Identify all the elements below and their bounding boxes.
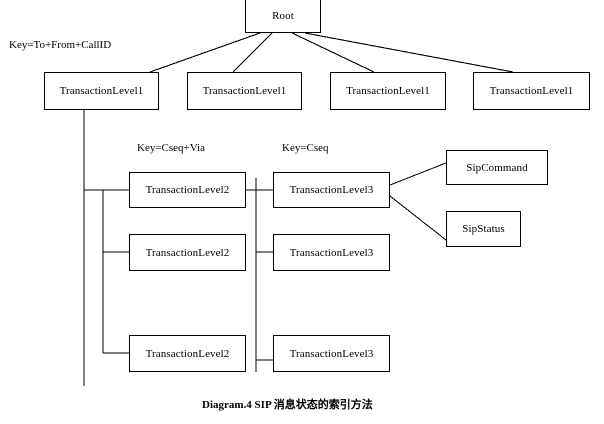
node-root[interactable]: Root — [245, 0, 321, 33]
node-transaction-level3-3[interactable]: TransactionLevel3 — [273, 335, 390, 372]
node-transaction-level2-2[interactable]: TransactionLevel2 — [129, 234, 246, 271]
node-transaction-level2-1[interactable]: TransactionLevel2 — [129, 172, 246, 208]
node-transaction-level3-1[interactable]: TransactionLevel3 — [273, 172, 390, 208]
node-transaction-level3-2[interactable]: TransactionLevel3 — [273, 234, 390, 271]
figure-caption: Diagram.4 SIP 消息状态的索引方法 — [202, 399, 373, 411]
node-transaction-level1-1[interactable]: TransactionLevel1 — [44, 72, 159, 110]
node-transaction-level1-2[interactable]: TransactionLevel1 — [187, 72, 302, 110]
node-label: TransactionLevel1 — [59, 85, 144, 97]
node-label: TransactionLevel3 — [289, 184, 374, 196]
node-label: TransactionLevel1 — [202, 85, 287, 97]
node-label: TransactionLevel3 — [289, 246, 374, 259]
key-label-level1: Key=To+From+CallID — [8, 39, 113, 51]
key-label-level2: Key=Cseq+Via — [136, 142, 206, 154]
node-transaction-level2-3[interactable]: TransactionLevel2 — [129, 335, 246, 372]
node-label: TransactionLevel2 — [145, 347, 230, 360]
node-label: SipCommand — [466, 161, 528, 174]
node-label: TransactionLevel3 — [289, 347, 374, 360]
node-transaction-level1-3[interactable]: TransactionLevel1 — [330, 72, 446, 110]
node-label: TransactionLevel2 — [145, 184, 230, 196]
node-sip-status[interactable]: SipStatus — [446, 211, 521, 247]
node-label: TransactionLevel1 — [489, 85, 574, 97]
node-label: SipStatus — [462, 223, 505, 235]
node-sip-command[interactable]: SipCommand — [446, 150, 548, 185]
key-label-level3: Key=Cseq — [281, 142, 330, 154]
node-label: TransactionLevel2 — [145, 246, 230, 259]
node-transaction-level1-4[interactable]: TransactionLevel1 — [473, 72, 590, 110]
node-root-label: Root — [272, 9, 294, 22]
node-label: TransactionLevel1 — [346, 85, 430, 97]
